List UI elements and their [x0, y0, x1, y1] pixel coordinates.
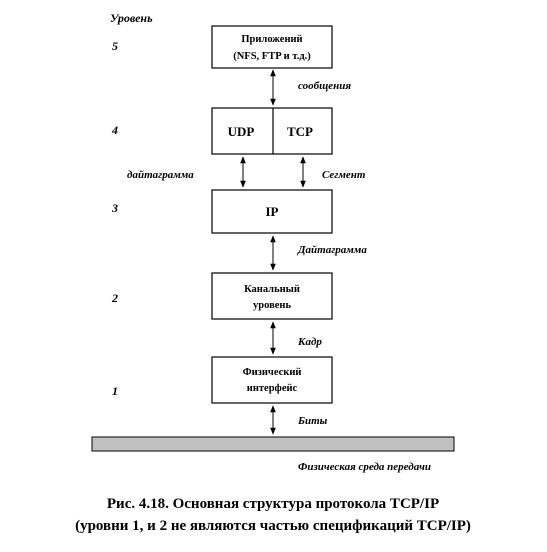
messages-label: сообщения [298, 80, 351, 92]
link-layer-label-line2: уровень [253, 300, 291, 311]
physical-medium-bar [91, 436, 455, 452]
link-layer-label-line1: Канальный [244, 284, 300, 295]
bits-label: Биты [297, 415, 328, 427]
physical-layer-label-line1: Физический [243, 367, 302, 378]
udp-datagram-label: дайтаграмма [127, 169, 194, 181]
tcp-label: TCP [287, 124, 313, 139]
figure-caption-line2: (уровни 1, и 2 не являются частью специф… [75, 518, 471, 534]
physical-medium-label: Физическая среда передачи [298, 461, 431, 473]
datagram-label: Дайтаграмма [297, 244, 367, 256]
physical-layer-label-line2: интерфейс [247, 383, 298, 394]
level-number-5: 5 [112, 39, 118, 53]
application-layer-box [211, 25, 333, 69]
transport-layer-box [211, 107, 333, 155]
tcp-segment-label: Сегмент [322, 169, 366, 181]
ip-layer-box [211, 189, 333, 234]
frame-label: Кадр [297, 336, 322, 348]
ip-label: IP [266, 204, 279, 219]
level-number-4: 4 [111, 123, 118, 137]
level-number-2: 2 [111, 291, 118, 305]
application-layer-label: Приложений [241, 34, 302, 45]
level-number-1: 1 [112, 384, 118, 398]
figure-caption-line1: Рис. 4.18. Основная структура протокола … [107, 496, 439, 512]
level-axis-title: Уровень [110, 11, 153, 25]
application-layer-protocols: (NFS, FTP и т.д.) [233, 51, 311, 62]
level-number-3: 3 [111, 201, 118, 215]
physical-layer-box [211, 356, 333, 404]
udp-label: UDP [228, 124, 255, 139]
link-layer-box [211, 272, 333, 320]
